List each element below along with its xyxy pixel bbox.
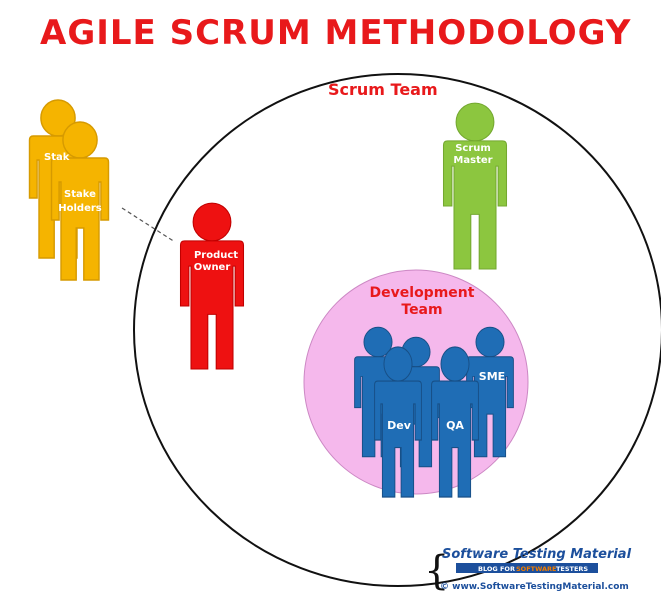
scrum-master-person	[442, 102, 508, 270]
dev-label: Dev	[387, 419, 412, 432]
logo-title: Software Testing Material	[442, 547, 632, 562]
scrum-master-label-line2: Master	[453, 155, 492, 166]
logo-url: © www.SoftwareTestingMaterial.com	[440, 582, 629, 592]
logo-tagline-a: BLOG FOR	[478, 565, 515, 573]
sme-label: SME	[479, 370, 505, 383]
stakeholders-label-line2: Holders	[58, 203, 102, 214]
product-owner-person	[179, 202, 245, 370]
logo-tagline-c: TESTERS	[556, 565, 588, 573]
qa-label: QA	[446, 419, 464, 432]
page-title: AGILE SCRUM METHODOLOGY	[40, 13, 631, 53]
dev-team-label-line1: Development	[370, 285, 475, 301]
scrum-master-label-line1: Scrum	[455, 143, 491, 154]
stakeholders-back-label: Stak	[44, 152, 70, 163]
stakeholder-connector	[121, 207, 176, 243]
stakeholders-label-line1: Stake	[64, 189, 96, 200]
product-owner-label-line1: Product	[194, 250, 238, 261]
dev-team-label-line2: Team	[401, 302, 442, 318]
scrum-team-circle	[133, 73, 661, 587]
logo-tagline-bar	[456, 563, 598, 573]
product-owner-label-line2: Owner	[194, 262, 231, 273]
software-testing-material-logo: { Software Testing Material BLOG FOR SOF…	[424, 547, 632, 594]
logo-tagline-b: SOFTWARE	[516, 565, 556, 573]
logo-brace: {	[424, 548, 449, 594]
scrum-team-label: Scrum Team	[328, 80, 438, 99]
